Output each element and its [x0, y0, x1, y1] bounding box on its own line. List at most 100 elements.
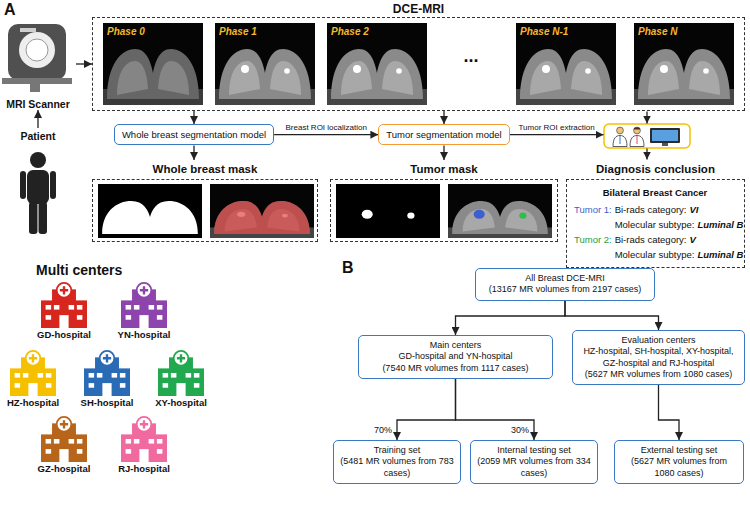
dashed-frame	[92, 179, 318, 242]
text-line: Molecular subtype:Luminal B	[574, 216, 739, 231]
mask-image-ground	[336, 184, 440, 238]
text-line: Tumor 1:Bi-rads category:VI	[574, 201, 739, 216]
phase-image: Phase 1	[215, 23, 315, 105]
hospital-icon	[121, 283, 167, 328]
flow-arrow	[193, 111, 194, 124]
phase-image: Phase 0	[103, 23, 203, 105]
monitor-screen	[652, 130, 678, 141]
diagnosis-text: Bi-rads category:	[615, 233, 687, 246]
mri-image	[210, 184, 314, 238]
patient-leg	[39, 202, 48, 234]
layout-arrow	[646, 149, 647, 160]
hospital-icon	[84, 351, 130, 396]
hospital-label: HZ-hospital	[0, 398, 66, 409]
hospital-icon	[10, 351, 56, 396]
mri-image	[448, 184, 552, 238]
doctor-tie	[637, 136, 638, 144]
ellipsis: ...	[451, 46, 491, 67]
text-line: Bilateral Breast Cancer	[574, 184, 739, 199]
panel-letter: A	[4, 1, 16, 19]
patient-icon: Patient	[0, 128, 76, 238]
diagnosis-text: Bi-rads category:	[615, 203, 687, 216]
patient-arm	[50, 171, 56, 199]
phase-label: Phase 0	[107, 26, 145, 37]
box-text: (7540 MR volumes from 1117 cases)	[364, 363, 547, 374]
mask-shape	[102, 201, 198, 234]
section-title: Multi centers	[36, 262, 122, 278]
scanner-bore-inner	[26, 39, 48, 61]
process-box: Tumor segmentation model	[378, 124, 509, 145]
hospital-icon	[41, 417, 87, 462]
process-box: Evaluation centersHZ-hospital, SH-hospit…	[572, 330, 745, 385]
flow-arrow	[76, 63, 92, 64]
flow-arrow	[193, 145, 194, 160]
flow-arrow	[443, 111, 444, 124]
phase-label: Phase 2	[331, 26, 369, 37]
scanner-icon: MRI Scanner	[0, 18, 76, 110]
process-box: All Breast DCE-MRI(13167 MR volumes from…	[475, 268, 655, 301]
process-box: Training set(5481 MR volumes from 783 ca…	[333, 440, 461, 484]
icon-label: Patient	[0, 130, 76, 142]
box-heading: Internal testing set	[476, 445, 592, 456]
text-line: Molecular subtype:Luminal B	[574, 246, 739, 261]
doctor-hair	[634, 127, 641, 129]
process-box: External testing set(5627 MR volumes fro…	[614, 440, 744, 484]
scanner-table-leg	[30, 84, 40, 92]
phase-image: Phase 2	[327, 23, 427, 105]
tumor-mask-blob	[407, 212, 414, 218]
box-text: (5627 MR volumes from 1080 cases)	[620, 456, 738, 479]
frame-title: DCE-MRI	[93, 2, 744, 16]
doctor-tie	[620, 136, 621, 144]
icon-label: MRI Scanner	[0, 98, 76, 110]
tumor-mask-blob	[362, 210, 373, 219]
frame-title: Tumor mask	[330, 163, 558, 175]
process-box: Internal testing set(2059 MR volumes fro…	[470, 440, 598, 484]
panel-letter: B	[342, 259, 354, 277]
diagnosis-text: Molecular subtype:	[615, 218, 695, 231]
edge-label: 70%	[373, 425, 393, 435]
mask-image-ground	[98, 184, 202, 238]
doctor-head	[617, 127, 624, 134]
hospital-label: RJ-hospital	[109, 464, 179, 475]
flow-arrow	[565, 301, 659, 331]
mri-image	[327, 23, 427, 105]
phase-image: Phase N	[634, 23, 734, 105]
mri-image	[103, 23, 203, 105]
diagnosis-text: Luminal B	[697, 218, 743, 231]
phase-label: Phase N	[638, 26, 677, 37]
doctor-head	[634, 127, 641, 134]
process-box: Main centersGD-hospital and YN-hospital(…	[358, 335, 553, 379]
diagnosis-text: VI	[689, 203, 698, 216]
scanner-gantry	[8, 24, 66, 80]
flow-arrow	[456, 379, 535, 440]
layout-arrow	[646, 112, 647, 124]
result-frame: Tumor mask	[330, 160, 558, 242]
result-frame: Diagnosis conclusionBilateral Breast Can…	[566, 160, 745, 268]
monitor-frame	[650, 128, 680, 143]
tumor-overlay	[474, 210, 485, 219]
scanner-bore	[19, 32, 55, 68]
patient-leg	[29, 202, 38, 234]
flow-arrow	[37, 110, 38, 128]
diagnosis-text: Molecular subtype:	[615, 248, 695, 261]
box-text: (2059 MR volumes from 334 cases)	[476, 456, 592, 479]
mri-image	[215, 23, 315, 105]
hospital-label: YN-hospital	[109, 330, 179, 341]
doctor-review-box	[604, 124, 690, 148]
diagnosis-text: Luminal B	[697, 248, 743, 261]
hospital-icons	[10, 283, 204, 462]
doctor-coat	[630, 136, 644, 147]
box-text: (13167 MR volumes from 2197 cases)	[481, 284, 649, 295]
hospital-icon	[158, 351, 204, 396]
edge-label: 30%	[510, 425, 530, 435]
box-heading: Evaluation centers	[578, 335, 739, 346]
box-heading: Main centers	[364, 340, 547, 351]
arrow-label: Tumor ROI extraction	[517, 123, 595, 132]
mri-image	[516, 23, 616, 105]
phase-images	[103, 23, 734, 105]
diagnosis-text: Tumor 1:	[574, 203, 612, 216]
diagnosis-text: Bilateral Breast Cancer	[603, 186, 708, 199]
hospital-label: SH-hospital	[72, 398, 142, 409]
doctor-coat	[613, 136, 627, 147]
